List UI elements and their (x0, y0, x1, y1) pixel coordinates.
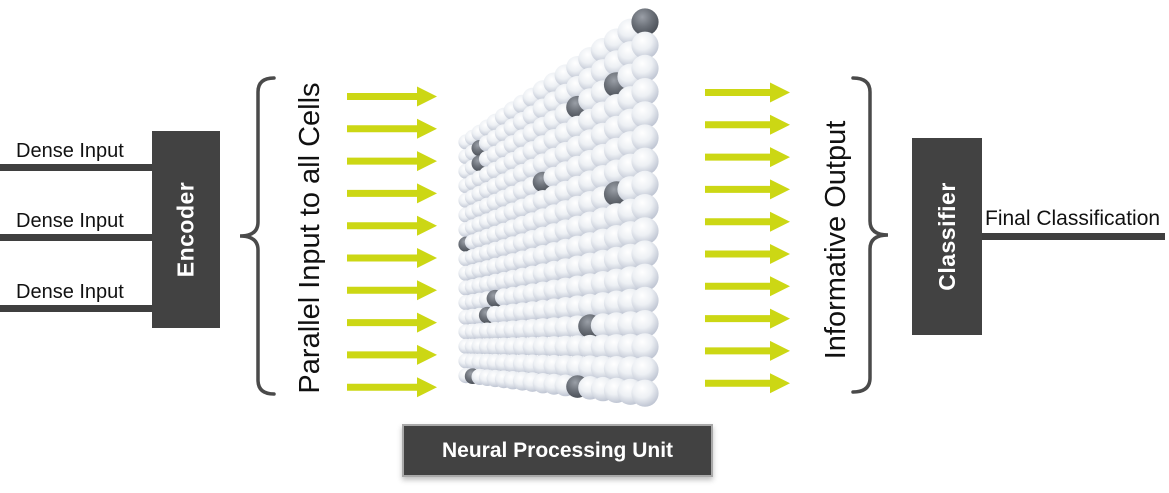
neuron-sphere (631, 147, 659, 175)
input-arrow (347, 377, 437, 398)
neuron-sphere (631, 101, 659, 129)
output-arrow (705, 373, 790, 394)
output-arrow (705, 147, 790, 168)
input-arrows (347, 86, 437, 398)
input-arrow (347, 215, 437, 236)
output-arrow (705, 211, 790, 232)
input-arrow (347, 118, 437, 139)
classifier-box: Classifier (912, 138, 982, 335)
neuron-sphere (631, 310, 659, 338)
informative-output-annotation: Informative Output (819, 120, 852, 360)
neuron-sphere (631, 54, 659, 82)
neuron-sphere (631, 240, 659, 268)
neuron-sphere (631, 194, 659, 222)
output-arrow (705, 244, 790, 264)
sphere-grid (458, 8, 659, 407)
output-arrow (705, 340, 790, 361)
left-brace (239, 76, 276, 396)
right-brace (851, 76, 889, 394)
neuron-sphere-dark (631, 8, 659, 36)
input-arrow (347, 280, 437, 301)
encoder-box: Encoder (152, 131, 220, 328)
neuron-sphere (631, 217, 659, 245)
input-arrow (347, 248, 437, 268)
output-arrow (705, 82, 790, 103)
parallel-input-annotation: Parallel Input to all Cells (293, 82, 326, 394)
dense-input-label-1: Dense Input (16, 140, 124, 162)
neuron-sphere (631, 170, 659, 198)
neuron-sphere (631, 124, 659, 152)
output-arrow (705, 308, 790, 329)
dense-input-line-2 (0, 234, 153, 241)
classifier-label: Classifier (933, 182, 960, 291)
input-arrow (347, 344, 437, 365)
input-arrow (347, 151, 437, 172)
final-classification-line (982, 233, 1165, 240)
neuron-sphere (631, 263, 659, 291)
dense-input-line-1 (0, 164, 153, 171)
neuron-sphere (631, 356, 659, 384)
dense-input-line-3 (0, 305, 153, 312)
output-arrow (705, 179, 790, 200)
npu-box: Neural Processing Unit (402, 424, 713, 477)
final-classification-label: Final Classification (985, 207, 1161, 230)
output-arrow (705, 276, 790, 297)
neuron-sphere (631, 31, 659, 59)
neuron-sphere (631, 379, 659, 407)
output-arrows (705, 82, 790, 394)
input-arrow (347, 183, 437, 204)
neuron-sphere (631, 286, 659, 314)
input-arrow (347, 86, 437, 107)
input-arrow (347, 312, 437, 333)
dense-input-label-3: Dense Input (16, 281, 124, 303)
neuron-sphere (631, 78, 659, 106)
npu-label: Neural Processing Unit (441, 438, 674, 462)
dense-input-label-2: Dense Input (16, 210, 124, 232)
output-arrow (705, 114, 790, 135)
neuron-sphere (631, 333, 659, 361)
